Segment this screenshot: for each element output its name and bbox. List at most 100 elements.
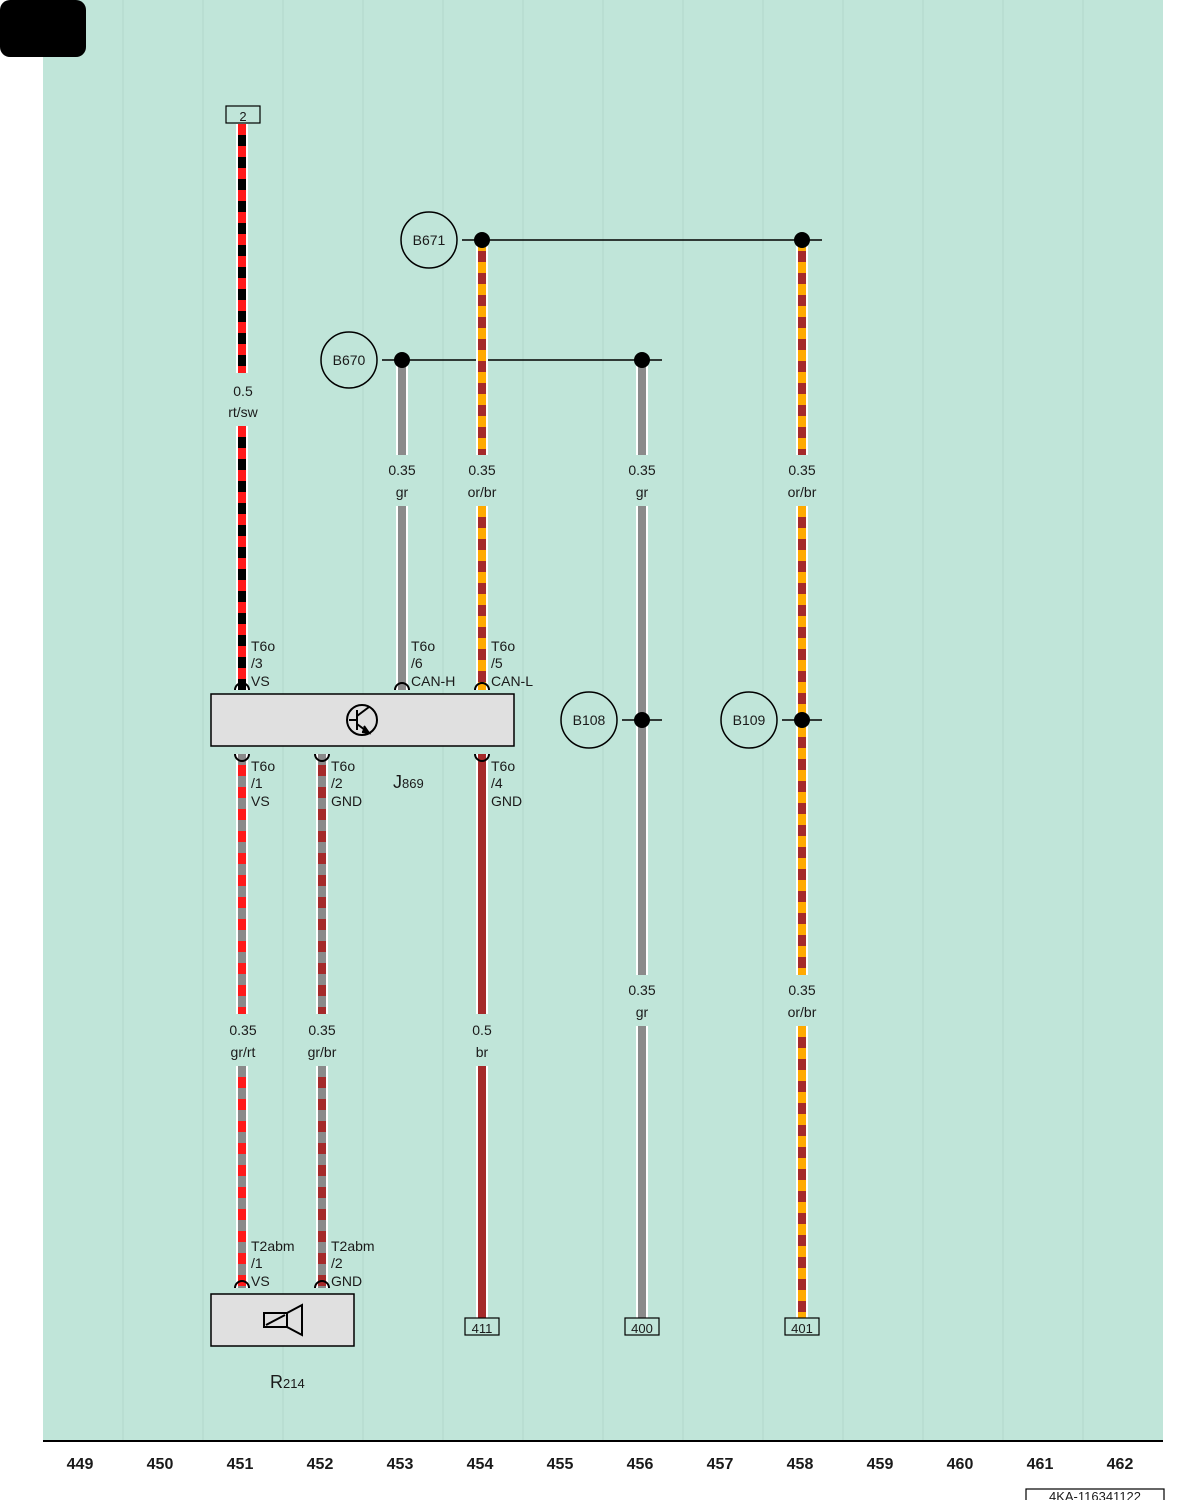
splice-dot	[634, 712, 650, 728]
component-r214[interactable]	[210, 1293, 355, 1347]
pin-label-451-top: T6o /3 VS	[251, 638, 275, 689]
svg-text:T6o: T6o	[491, 638, 515, 654]
svg-text:B670: B670	[333, 352, 366, 368]
svg-text:B109: B109	[733, 712, 766, 728]
svg-text:T6o: T6o	[331, 758, 355, 774]
splice-dot	[634, 352, 650, 368]
component-j869[interactable]	[210, 693, 515, 747]
svg-text:B108: B108	[573, 712, 606, 728]
column-number: 459	[867, 1456, 894, 1473]
svg-text:VS: VS	[251, 673, 270, 689]
pin-arc	[234, 682, 250, 691]
column-number: 455	[547, 1456, 574, 1473]
transistor-icon	[346, 704, 378, 736]
pin-arc	[234, 1280, 250, 1289]
wire-size-label: 0.35	[788, 462, 815, 478]
ref-box-411[interactable]: 411	[464, 1317, 500, 1336]
svg-text:T2abm: T2abm	[251, 1238, 295, 1254]
pin-arc	[314, 753, 330, 762]
pin-label-451-bottom: T6o /1 VS	[251, 758, 275, 809]
wire-color-label: or/br	[788, 484, 817, 500]
wire-color-label: or/br	[468, 484, 497, 500]
document-code-box: 4KA-116341122	[1025, 1488, 1165, 1500]
svg-text:411: 411	[472, 1321, 493, 1336]
column-number: 462	[1107, 1456, 1134, 1473]
pin-arc	[474, 682, 490, 691]
wire-size-label: 0.35	[229, 1022, 256, 1038]
column-number: 450	[147, 1456, 174, 1473]
column-number: 449	[67, 1456, 94, 1473]
node-b670[interactable]: B670	[320, 331, 378, 389]
column-numbers: 449 450 451 452 453 454 455 456 457 458 459 460 461 4…	[67, 1456, 1134, 1473]
column-number: 460	[947, 1456, 974, 1473]
column-number: 457	[707, 1456, 734, 1473]
svg-text:T2abm: T2abm	[331, 1238, 375, 1254]
ref-box-400[interactable]: 400	[624, 1317, 660, 1336]
component-label-r214: R214	[270, 1372, 305, 1392]
column-number: 451	[227, 1456, 254, 1473]
pin-arc	[474, 753, 490, 762]
svg-text:/5: /5	[491, 655, 503, 671]
wire-size-label: 0.5	[472, 1022, 492, 1038]
loudspeaker-icon	[263, 1303, 303, 1337]
pin-arc	[314, 1280, 330, 1289]
splice-dot	[394, 352, 410, 368]
wire-size-label: 0.35	[628, 462, 655, 478]
pin-label-452-speaker: T2abm /2 GND	[331, 1238, 375, 1289]
column-number: 461	[1027, 1456, 1054, 1473]
svg-text:GND: GND	[491, 793, 522, 809]
svg-text:2: 2	[239, 109, 246, 124]
svg-text:/2: /2	[331, 1255, 343, 1271]
pin-label-451-speaker: T2abm /1 VS	[251, 1238, 295, 1289]
wire-size-label: 0.35	[308, 1022, 335, 1038]
svg-text:/6: /6	[411, 655, 423, 671]
wire-color-label: or/br	[788, 1004, 817, 1020]
page-tab-marker	[0, 0, 86, 57]
wire-color-label: gr	[636, 1004, 649, 1020]
node-b108[interactable]: B108	[560, 691, 618, 749]
splice-dot	[794, 232, 810, 248]
splice-dot	[794, 712, 810, 728]
wire-size-label: 0.35	[788, 982, 815, 998]
pin-label-452-bottom: T6o /2 GND	[331, 758, 362, 809]
node-b109[interactable]: B109	[720, 691, 778, 749]
pin-label-454-bottom: T6o /4 GND	[491, 758, 522, 809]
node-b671[interactable]: B671	[400, 211, 458, 269]
wire-color-label: rt/sw	[228, 404, 258, 420]
wire-size-label: 0.35	[388, 462, 415, 478]
svg-text:/3: /3	[251, 655, 263, 671]
column-number: 454	[467, 1456, 494, 1473]
svg-text:4KA-116341122: 4KA-116341122	[1049, 1489, 1141, 1500]
svg-text:B671: B671	[413, 232, 446, 248]
svg-text:400: 400	[631, 1321, 653, 1336]
pin-label-454-top: T6o /5 CAN-L	[491, 638, 533, 689]
column-number: 458	[787, 1456, 814, 1473]
svg-text:/2: /2	[331, 775, 343, 791]
component-label-j869: J869	[393, 772, 424, 792]
svg-text:/1: /1	[251, 775, 263, 791]
ref-box-top[interactable]: 2	[225, 105, 261, 124]
svg-text:VS: VS	[251, 793, 270, 809]
wire-color-label: br	[476, 1044, 489, 1060]
column-number: 456	[627, 1456, 654, 1473]
svg-text:T6o: T6o	[411, 638, 435, 654]
pin-symbols	[234, 682, 490, 1289]
svg-text:VS: VS	[251, 1273, 270, 1289]
svg-text:CAN-L: CAN-L	[491, 673, 533, 689]
pin-arc	[394, 682, 410, 691]
svg-text:CAN-H: CAN-H	[411, 673, 455, 689]
column-number: 452	[307, 1456, 334, 1473]
svg-text:401: 401	[791, 1321, 813, 1336]
svg-text:GND: GND	[331, 793, 362, 809]
svg-text:/4: /4	[491, 775, 503, 791]
svg-text:T6o: T6o	[251, 638, 275, 654]
ref-box-401[interactable]: 401	[784, 1317, 820, 1336]
svg-text:GND: GND	[331, 1273, 362, 1289]
wire-size-label: 0.5	[233, 383, 253, 399]
pin-label-453-top: T6o /6 CAN-H	[411, 638, 455, 689]
svg-text:T6o: T6o	[251, 758, 275, 774]
wire-color-label: gr/br	[308, 1044, 337, 1060]
wire-color-label: gr	[396, 484, 409, 500]
column-number: 453	[387, 1456, 414, 1473]
